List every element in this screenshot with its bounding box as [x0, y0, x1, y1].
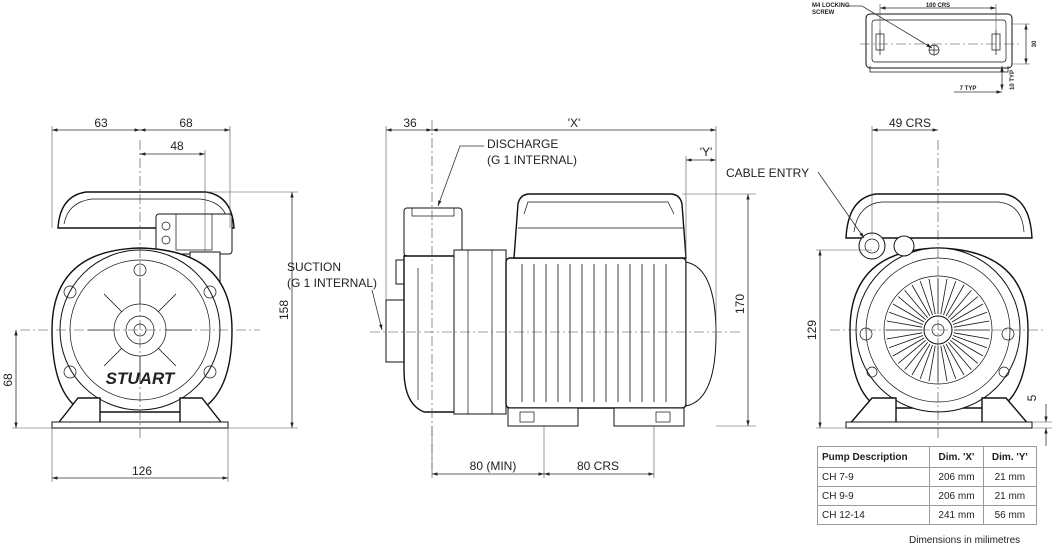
- header-dim-x: Dim. 'X': [929, 446, 984, 468]
- cell-description: CH 9-9: [816, 486, 931, 506]
- dim-base-width: 126: [132, 464, 152, 478]
- dim-front-right: 68: [179, 116, 193, 130]
- fan-blade: [919, 344, 933, 380]
- cell-dim-y: 21 mm: [982, 467, 1038, 487]
- cell-description: CH 12-14: [816, 505, 931, 525]
- fan-blade: [892, 303, 925, 323]
- fan-blade: [911, 343, 931, 376]
- dim-y: 'Y': [700, 145, 713, 159]
- fan-blade: [947, 342, 972, 371]
- fan-blade: [951, 337, 984, 357]
- discharge-label-1: DISCHARGE: [487, 137, 558, 151]
- fan-blade: [943, 280, 957, 316]
- discharge-label-2: (G 1 INTERNAL): [487, 153, 577, 167]
- dim-outlet-offset: 48: [170, 139, 184, 153]
- table-header-row: Pump Description Dim. 'X' Dim. 'Y': [816, 446, 1038, 468]
- table-row: CH 9-9 206 mm 21 mm: [816, 486, 1038, 506]
- fan-blade: [947, 289, 972, 318]
- dim-foot: 5: [1025, 394, 1039, 401]
- cell-dim-y: 56 mm: [982, 505, 1038, 525]
- fan-blade: [940, 278, 948, 315]
- dim-foot-centres: 80 CRS: [577, 459, 619, 473]
- dim-front-left: 63: [94, 116, 108, 130]
- top-view: 100 CRS M4 LOCKING SCREW 30 10 TYP 7 TYP: [812, 3, 1038, 94]
- front-view: STUART 63 68 48 158 68 126: [1, 116, 298, 482]
- dim-cable-centres: 49 CRS: [889, 116, 931, 130]
- fan-blade: [945, 343, 965, 376]
- dim-suction-offset: 36: [403, 116, 417, 130]
- cable-entry-label: CABLE ENTRY: [726, 166, 809, 180]
- fan-blade: [928, 278, 936, 315]
- fan-blade: [950, 339, 979, 364]
- fan-blade: [952, 311, 988, 325]
- cell-dim-x: 241 mm: [929, 505, 984, 525]
- fan-blade: [951, 303, 984, 323]
- table-row: CH 12-14 241 mm 56 mm: [816, 505, 1038, 525]
- dim-side-height: 170: [733, 294, 747, 314]
- fan-blade: [888, 335, 924, 349]
- table-row: CH 7-9 206 mm 21 mm: [816, 467, 1038, 487]
- dim-end-height: 129: [805, 320, 819, 340]
- fan-blade: [953, 332, 990, 340]
- dim-centre-height: 68: [1, 373, 15, 387]
- cell-dim-y: 21 mm: [982, 486, 1038, 506]
- dim-min-length: 80 (MIN): [470, 459, 517, 473]
- header-dim-y: Dim. 'Y': [982, 446, 1038, 468]
- suction-label-1: SUCTION: [287, 260, 341, 274]
- locking-screw-label-2: SCREW: [812, 10, 835, 16]
- fan-blade: [953, 320, 990, 328]
- fan-blade: [945, 284, 965, 317]
- fan-blade: [950, 296, 979, 321]
- fan-blade: [888, 311, 924, 325]
- cell-dim-x: 206 mm: [929, 467, 984, 487]
- locking-screw-label-1: M4 LOCKING: [812, 3, 850, 9]
- dim-slot-length: 10 TYP: [1010, 70, 1016, 90]
- fan-blade: [919, 280, 933, 316]
- fan-blade: [940, 345, 948, 382]
- fan-blade: [904, 289, 929, 318]
- side-view: 36 'X' 'Y' DISCHARGE (G 1 INTERNAL) SUCT…: [287, 116, 756, 478]
- dim-hole-centres: 100 CRS: [926, 3, 950, 9]
- dim-slot: 7 TYP: [960, 86, 977, 92]
- suction-label-2: (G 1 INTERNAL): [287, 276, 377, 290]
- header-pump-description: Pump Description: [816, 446, 931, 468]
- stuart-logo-text: STUART: [106, 369, 176, 388]
- fan-blade: [886, 332, 923, 340]
- fan-blade: [928, 345, 936, 382]
- fan-blade: [904, 342, 929, 371]
- fan-blade: [911, 284, 931, 317]
- fan-blade: [943, 344, 957, 380]
- dim-depth: 30: [1032, 40, 1038, 47]
- end-view: 49 CRS CABLE ENTRY 129 5: [726, 116, 1052, 446]
- cell-description: CH 7-9: [816, 467, 931, 487]
- cell-dim-x: 206 mm: [929, 486, 984, 506]
- fan-blade: [952, 335, 988, 349]
- fan-blade: [897, 339, 926, 364]
- fan-blade: [897, 296, 926, 321]
- units-footnote: Dimensions in milimetres: [909, 535, 1021, 546]
- fan-blade: [892, 337, 925, 357]
- dim-front-height: 158: [277, 300, 291, 320]
- pump-dimension-table: Pump Description Dim. 'X' Dim. 'Y' CH 7-…: [816, 446, 1038, 525]
- dim-overall-length: 'X': [568, 116, 581, 130]
- fan-blade: [886, 320, 923, 328]
